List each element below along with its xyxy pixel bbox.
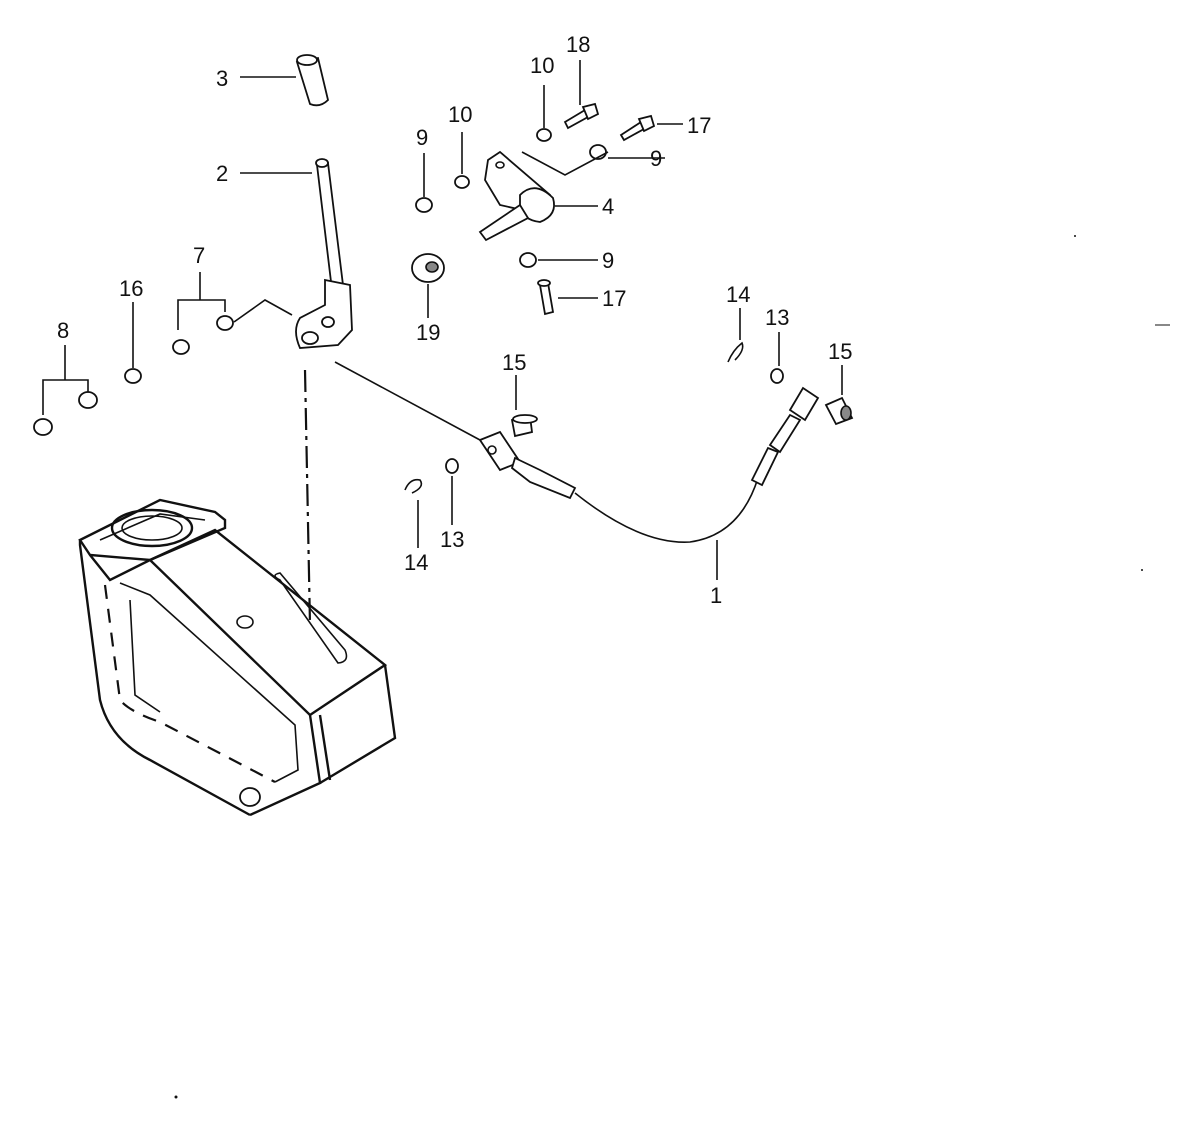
label-19: 19: [416, 320, 440, 345]
part-washers-10: [454, 128, 552, 189]
label-14-left: 14: [404, 550, 428, 575]
label-10-top: 10: [530, 53, 554, 78]
label-9-lower: 9: [602, 248, 614, 273]
part-knob: [295, 54, 329, 107]
leader-lines: [42, 60, 843, 580]
label-13-left: 13: [440, 527, 464, 552]
part-bracket: [478, 150, 555, 242]
label-15-left: 15: [502, 350, 526, 375]
part-bolts: [537, 102, 656, 316]
housing: [78, 369, 397, 817]
part-cotter-pins-14: [404, 341, 744, 494]
label-3: 3: [216, 66, 228, 91]
part-labels: 3 2 7 16 8 9 10 10 18 17 9 4 9 17 19 15 …: [57, 32, 852, 608]
part-bushing: [411, 253, 445, 283]
scan-specks: [174, 235, 1170, 1099]
label-18: 18: [566, 32, 590, 57]
label-2: 2: [216, 161, 228, 186]
label-9-right: 9: [650, 146, 662, 171]
label-9-left: 9: [416, 125, 428, 150]
part-cable: [478, 386, 820, 543]
part-nuts-9: [415, 144, 607, 268]
label-13-right: 13: [765, 305, 789, 330]
label-8: 8: [57, 318, 69, 343]
part-small-hardware: [33, 315, 234, 436]
label-15-right: 15: [828, 339, 852, 364]
label-7: 7: [193, 243, 205, 268]
label-17-top: 17: [687, 113, 711, 138]
label-16: 16: [119, 276, 143, 301]
label-10-left: 10: [448, 102, 472, 127]
label-14-right: 14: [726, 282, 750, 307]
label-1: 1: [710, 583, 722, 608]
part-pins-15: [510, 396, 854, 438]
part-shift-lever: [295, 158, 353, 349]
label-4: 4: [602, 194, 614, 219]
part-washers-13: [445, 368, 784, 474]
label-17-lower: 17: [602, 286, 626, 311]
